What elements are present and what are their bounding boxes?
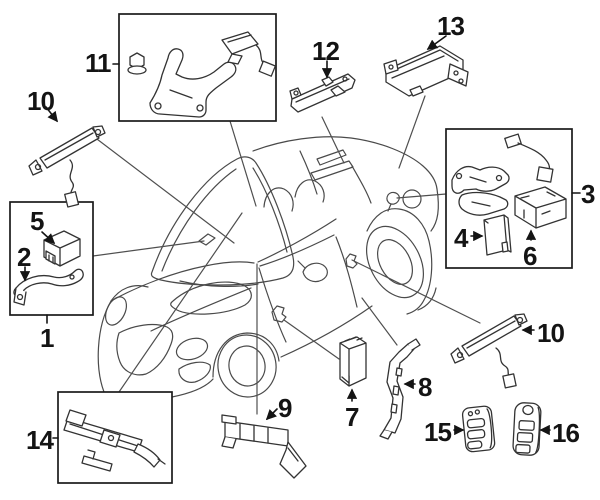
callout-10-bottom: 10 (537, 318, 565, 348)
car-headrest-right (294, 179, 325, 203)
car-headrest-left (263, 187, 294, 212)
leader-box3-to-fender (396, 193, 447, 199)
rail-bracket-icon-13 (383, 45, 469, 97)
car-fuel-door (402, 189, 422, 209)
car-hood-silhouette (110, 261, 255, 302)
car-door-rear-edge (335, 236, 358, 308)
car-hood-bulge (170, 281, 252, 315)
arrow-13 (426, 35, 447, 50)
car-cowl-line (179, 280, 259, 287)
module-bracket-kit-icons (13, 230, 84, 306)
car-headlight (104, 296, 128, 326)
car-deck-seam (299, 150, 372, 204)
car-rear-lower (417, 287, 437, 311)
car-top-deck (252, 136, 438, 190)
keyless-antenna-icon-bottom (450, 313, 528, 389)
car-front-wheel (217, 334, 277, 398)
leader-part12-to-deck (321, 116, 345, 164)
car-windshield-inner-right (252, 167, 288, 253)
car-front-wheel-inner (228, 345, 266, 387)
ribbed-bracket-icon-9 (221, 414, 307, 479)
callout-8: 8 (418, 372, 433, 402)
callout-4: 4 (454, 223, 469, 253)
callout-1: 1 (40, 323, 55, 353)
car-rocker-line (280, 305, 373, 358)
car-rear-wheel-arch (366, 208, 430, 242)
car-windshield-inner-left (161, 168, 237, 272)
callout-11: 11 (85, 48, 111, 78)
car-fog-lamp (175, 337, 209, 361)
car-antenna-grommet (386, 191, 400, 212)
leader-antenna10-top-to-dash (88, 132, 235, 244)
arrow-10a (45, 106, 58, 123)
control-module-icon-7 (339, 336, 367, 387)
car-nose-outline (97, 285, 149, 393)
leader-lines (88, 95, 481, 415)
car-rear-wheel (366, 225, 424, 299)
car-rear-fender (406, 240, 433, 315)
car-brake-light-strip (310, 149, 354, 181)
leader-lock-to-antenna10-bottom (351, 259, 481, 324)
callout-15: 15 (424, 417, 452, 447)
callout-7: 7 (345, 402, 360, 432)
nut-icon (129, 52, 145, 70)
car-door-front-edge (258, 267, 287, 343)
bracket-kit-icons (127, 31, 277, 118)
arrow-5 (41, 231, 56, 245)
leader-part13-to-trunk (398, 95, 426, 169)
callout-16: 16 (552, 418, 580, 448)
callout-6: 6 (523, 241, 538, 271)
steering-lock-assembly-icon (63, 409, 166, 472)
leader-sill-to-module7 (283, 319, 340, 360)
car-rear-wheel-inner (377, 239, 413, 285)
callout-10-top: 10 (27, 86, 55, 116)
car-side-mirror (297, 260, 328, 283)
leader-jamb-to-bracket8 (361, 297, 398, 346)
kit-cable-connector-b (536, 166, 554, 183)
car-front-wheel-arch (212, 332, 280, 378)
tall-bracket-icon-8 (379, 338, 421, 440)
nut-base (127, 65, 147, 75)
callout-13: 13 (437, 11, 465, 41)
car-windshield (150, 156, 295, 286)
remote-key-fob-icon-16 (512, 402, 542, 456)
car-grille (116, 323, 174, 376)
keyless-antenna-icon-top (28, 125, 106, 208)
car-rear-edge (430, 188, 439, 232)
callout-connectors (19, 35, 581, 439)
leader-box11-to-windshield (229, 120, 257, 207)
leader-box1-to-mirror (92, 240, 205, 257)
leader-box14-to-column (118, 212, 243, 393)
kit-cable-connector-a (504, 133, 522, 149)
rail-bracket-icon-12 (289, 73, 356, 113)
callout-2: 2 (17, 242, 32, 272)
callout-14: 14 (26, 425, 54, 455)
car-lower-vent (178, 361, 211, 383)
car-illustration (97, 136, 439, 400)
callout-3: 3 (581, 179, 596, 209)
car-belt-line (257, 218, 337, 263)
car-door-top (259, 234, 335, 267)
car-door-handle (271, 305, 287, 323)
arrow-9 (265, 408, 278, 421)
part-drawings (13, 31, 567, 479)
car-door-lock (345, 253, 358, 269)
sensor-module-icon (221, 31, 259, 55)
callout-12: 12 (312, 36, 340, 66)
receiver-kit-icons (451, 133, 567, 256)
receiver-module-icon (514, 186, 567, 229)
callout-9: 9 (278, 393, 293, 423)
callout-5: 5 (30, 206, 45, 236)
remote-key-fob-icon-15 (461, 405, 496, 453)
car-rearview-mirror (198, 233, 216, 246)
